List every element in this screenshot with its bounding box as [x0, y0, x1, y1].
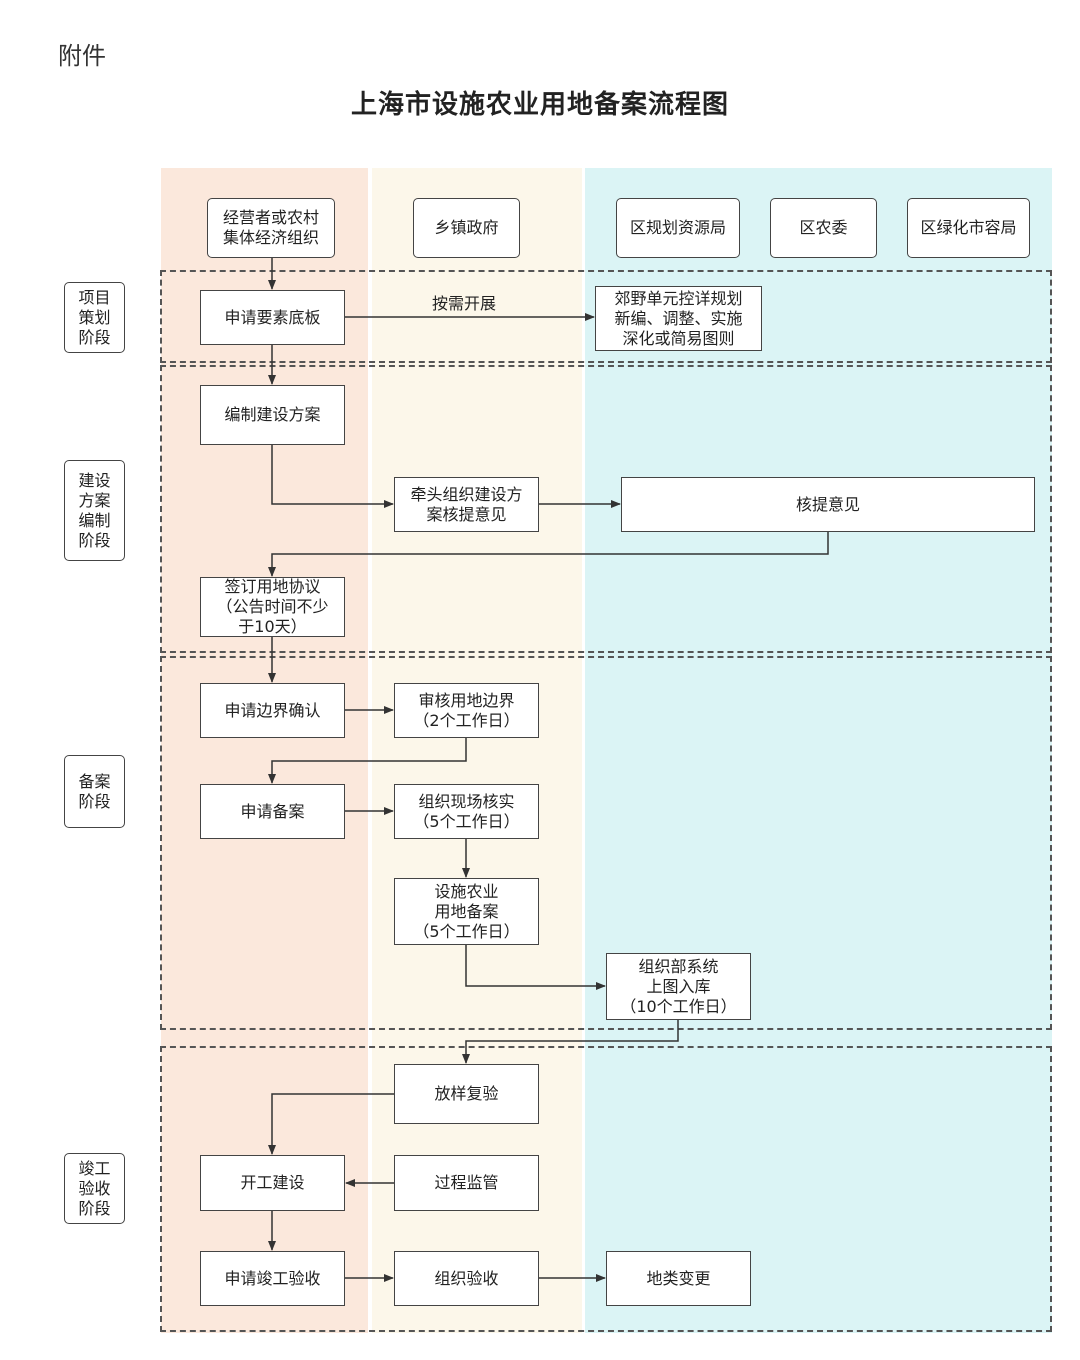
- lane-header-planning-bureau: 区规划资源局: [616, 198, 740, 258]
- node-apply-base-map: 申请要素底板: [200, 290, 345, 345]
- stage-filing: 备案 阶段: [64, 755, 125, 828]
- phase-project-planning-region: [160, 270, 1052, 363]
- node-lead-review: 牵头组织建设方 案核提意见: [394, 477, 539, 532]
- attachment-label: 附件: [58, 42, 106, 70]
- node-start-construction: 开工建设: [200, 1155, 345, 1211]
- node-review-opinion: 核提意见: [621, 477, 1035, 532]
- node-setout-check: 放样复验: [394, 1064, 539, 1124]
- lane-header-agri-committee: 区农委: [770, 198, 877, 258]
- node-land-type-change: 地类变更: [606, 1251, 751, 1306]
- stage-completion-acceptance: 竣工 验收 阶段: [64, 1153, 125, 1224]
- node-process-supervision: 过程监管: [394, 1155, 539, 1211]
- phase-design-compilation-region: [160, 365, 1052, 653]
- node-sign-agreement: 签订用地协议 （公告时间不少 于10天）: [200, 577, 345, 637]
- stage-design-compilation: 建设 方案 编制 阶段: [64, 460, 125, 561]
- node-compile-plan: 编制建设方案: [200, 385, 345, 445]
- node-facility-filing: 设施农业 用地备案 （5个工作日）: [394, 878, 539, 945]
- lane-header-greening-bureau: 区绿化市容局: [907, 198, 1030, 258]
- lane-header-operator: 经营者或农村 集体经济组织: [207, 198, 335, 258]
- stage-project-planning: 项目 策划 阶段: [64, 282, 125, 353]
- node-apply-filing: 申请备案: [200, 784, 345, 839]
- node-apply-boundary: 申请边界确认: [200, 683, 345, 738]
- node-site-check: 组织现场核实 （5个工作日）: [394, 784, 539, 839]
- page-title: 上海市设施农业用地备案流程图: [350, 90, 729, 120]
- node-system-entry: 组织部系统 上图入库 （10个工作日）: [606, 953, 751, 1020]
- node-organize-acceptance: 组织验收: [394, 1251, 539, 1306]
- node-review-boundary: 审核用地边界 （2个工作日）: [394, 683, 539, 738]
- lane-header-town-gov: 乡镇政府: [413, 198, 520, 258]
- edge-label-on-demand: 按需开展: [432, 294, 497, 313]
- node-rural-unit-plan: 郊野单元控详规划 新编、调整、实施 深化或简易图则: [595, 286, 762, 351]
- node-apply-acceptance: 申请竣工验收: [200, 1251, 345, 1306]
